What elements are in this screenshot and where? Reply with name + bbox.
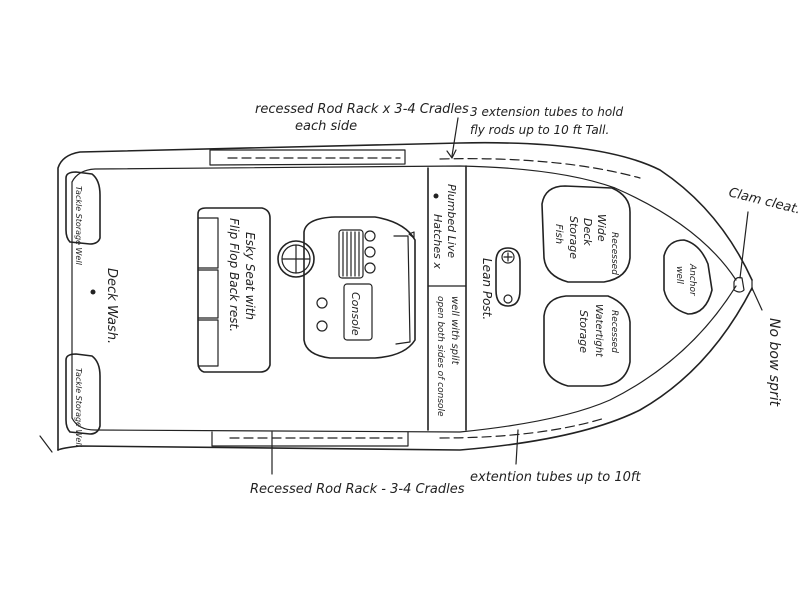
tackle-storage-well-top-label: Tackle Storage Well <box>74 186 83 266</box>
ext-tubes-bottom-label: extention tubes up to 10ft <box>470 470 641 485</box>
storage-upper-line3: Deck <box>581 218 594 246</box>
ext-tubes-top-line1: 3 extension tubes to hold <box>470 105 623 119</box>
rod-rack-top <box>209 149 406 166</box>
annotation-clam-cleat: Clam cleat. <box>727 185 800 279</box>
storage-upper-line5: Fish <box>553 224 564 244</box>
esky-seat-label-line1: Esky Seat with <box>243 232 257 320</box>
plumbed-live-label-line1: Plumbed Live <box>445 184 458 258</box>
deck-wash: Deck Wash. <box>90 268 119 344</box>
storage-upper-line2: Wide <box>595 214 608 242</box>
well-split-label-line2: open both sides of console <box>435 296 445 417</box>
tackle-storage-well-bottom-label: Tackle Storage Well <box>74 368 83 448</box>
annotation-rod-rack-top: recessed Rod Rack x 3-4 Cradles each sid… <box>255 102 469 134</box>
storage-lower-line3: Storage <box>577 310 590 353</box>
extension-tubes-bottom <box>439 417 606 439</box>
annotation-rod-rack-bottom: Recessed Rod Rack - 3-4 Cradles <box>250 431 465 497</box>
annotation-ext-tubes-bottom: extention tubes up to 10ft <box>470 429 641 485</box>
storage-lower-line2: Watertight <box>593 304 604 358</box>
console-label: Console <box>349 292 362 336</box>
storage-lower-line1: Recessed <box>609 310 619 353</box>
annotation-ext-tubes-top: 3 extension tubes to hold fly rods up to… <box>446 105 623 159</box>
hull-outline <box>57 141 753 451</box>
inner-deck <box>71 165 737 433</box>
rod-rack-bottom-label: Recessed Rod Rack - 3-4 Cradles <box>250 482 465 497</box>
rod-rack-bottom <box>211 431 409 447</box>
no-bow-sprit-label: No bow sprit <box>766 318 782 407</box>
storage-upper-line4: Storage <box>567 216 580 259</box>
lean-post: Lean Post. <box>480 247 521 320</box>
plumbed-live-label-line2: Hatches x <box>431 214 444 269</box>
anchor-well: Anchor well <box>663 239 713 315</box>
rod-rack-top-line2: each side <box>295 119 357 134</box>
console: Console <box>303 216 416 359</box>
stray-mark <box>39 435 53 453</box>
annotation-no-bow-sprit: No bow sprit <box>751 287 782 407</box>
live-well-bench: Plumbed Live Hatches x well with split o… <box>427 165 467 431</box>
storage-hatch-lower: Recessed Watertight Storage <box>543 295 631 387</box>
tackle-storage-well-bottom: Tackle Storage Well <box>65 353 101 448</box>
steering-wheel <box>277 240 315 278</box>
esky-seat: Esky Seat with Flip Flop Back rest. <box>197 207 271 373</box>
esky-seat-label-line2: Flip Flop Back rest. <box>227 218 241 332</box>
clam-cleat <box>733 276 745 293</box>
rod-rack-top-line1: recessed Rod Rack x 3-4 Cradles <box>255 102 469 117</box>
lean-post-label: Lean Post. <box>480 258 494 320</box>
storage-hatch-upper: Recessed Wide Deck Storage Fish <box>541 185 631 283</box>
anchor-well-line1: Anchor <box>687 263 697 297</box>
anchor-well-line2: well <box>674 266 684 284</box>
storage-upper-line1: Recessed <box>609 232 619 275</box>
ext-tubes-top-line2: fly rods up to 10 ft Tall. <box>470 123 609 137</box>
well-split-label-line1: well with split <box>449 296 460 366</box>
clam-cleat-label: Clam cleat. <box>727 185 800 217</box>
deck-wash-label: Deck Wash. <box>104 268 119 344</box>
tackle-storage-well-top: Tackle Storage Well <box>65 171 101 266</box>
extension-tubes-top <box>439 158 641 179</box>
